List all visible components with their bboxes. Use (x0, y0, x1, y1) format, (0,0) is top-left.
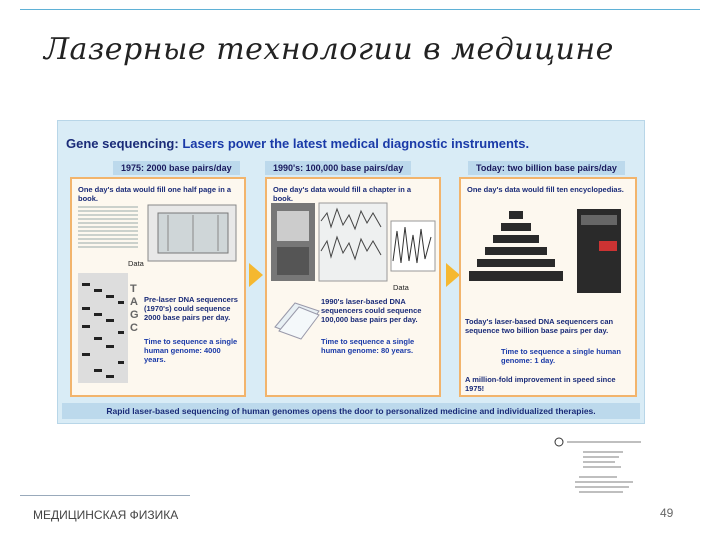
panel-1990s: One day's data would fill a chapter in a… (265, 177, 441, 397)
figure-title-rest: Lasers power the latest medical diagnost… (182, 136, 530, 151)
top-divider (20, 9, 700, 10)
panel-1990s-time: Time to sequence a single human genome: … (321, 337, 415, 355)
base-letter-c: C (130, 322, 138, 334)
figure-bottom-caption: Rapid laser-based sequencing of human ge… (62, 403, 640, 419)
progress-arrow-1 (249, 263, 263, 287)
era-label-today: Today: two billion base pairs/day (468, 161, 625, 175)
figure-title-bold: Gene sequencing: (66, 136, 179, 151)
sequencing-gel-image (78, 273, 128, 383)
image-credit-logo (553, 436, 645, 496)
panel-1990s-data-caption: One day's data would fill a chapter in a… (273, 185, 412, 203)
page-number: 49 (660, 506, 674, 520)
panel-today-data-caption: One day's data would fill ten encycloped… (467, 185, 624, 194)
era-label-1990s: 1990's: 100,000 base pairs/day (265, 161, 412, 175)
panel-today-time: Time to sequence a single human genome: … (501, 347, 621, 365)
paper-stack-image (274, 302, 320, 340)
base-letter-a: A (130, 296, 138, 308)
base-letters: T A G C (130, 283, 139, 335)
panel-1975-data-caption: One day's data would fill one half page … (78, 185, 232, 203)
panel-1990s-data-label: Data (393, 283, 409, 292)
encyclopedias-and-sequencer-image (469, 209, 621, 293)
half-page-text-image (78, 204, 237, 262)
panel-1990s-description: 1990's laser-based DNA sequencers could … (321, 297, 422, 324)
footer-text: МЕДИЦИНСКАЯ ФИЗИКА (33, 508, 179, 522)
panel-1975-data-label: Data (128, 259, 144, 268)
figure-title: Gene sequencing: Lasers power the latest… (66, 136, 529, 151)
panel-1975: One day's data would fill one half page … (70, 177, 246, 397)
panel-1975-time: Time to sequence a single human genome: … (144, 337, 238, 364)
panel-today: One day's data would fill ten encycloped… (459, 177, 637, 397)
slide-title: Лазерные технологии в медицине (44, 32, 614, 67)
base-letter-g: G (130, 309, 139, 321)
panel-1975-description: Pre-laser DNA sequencers (1970's) could … (144, 295, 238, 322)
footer-divider (20, 495, 190, 496)
era-label-1975: 1975: 2000 base pairs/day (113, 161, 240, 175)
panel-today-improvement: A million-fold improvement in speed sinc… (465, 375, 616, 393)
sequencer-and-traces-image (271, 202, 436, 282)
gene-sequencing-figure: Gene sequencing: Lasers power the latest… (57, 120, 645, 424)
base-letter-t: T (130, 283, 137, 295)
progress-arrow-2 (446, 263, 460, 287)
panel-today-description: Today's laser-based DNA sequencers can s… (465, 317, 614, 335)
